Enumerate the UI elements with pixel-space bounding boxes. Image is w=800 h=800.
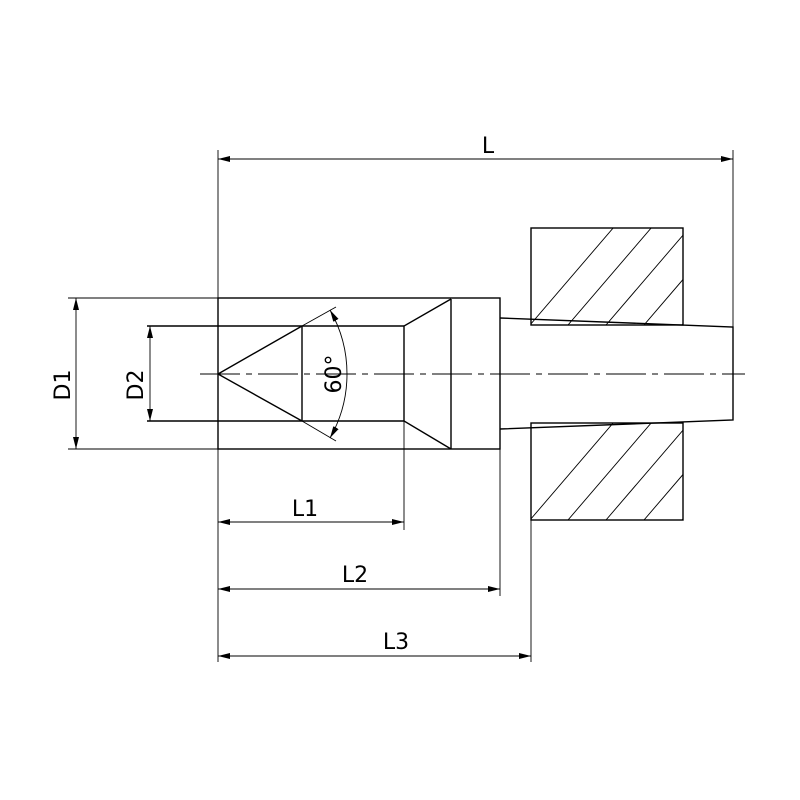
hatched-sleeve-bottom [530,422,684,521]
hatched-sleeve-top [530,227,684,326]
label-L: L [482,134,495,159]
label-L3: L3 [383,630,409,655]
label-L1: L1 [292,497,318,522]
label-D2: D2 [124,370,149,401]
label-D1: D1 [51,370,76,401]
extension-lines [68,150,734,662]
taper-shank [499,317,734,430]
dimension-lines [73,156,733,659]
label-angle: 60° [322,355,347,394]
label-L2: L2 [342,563,368,588]
